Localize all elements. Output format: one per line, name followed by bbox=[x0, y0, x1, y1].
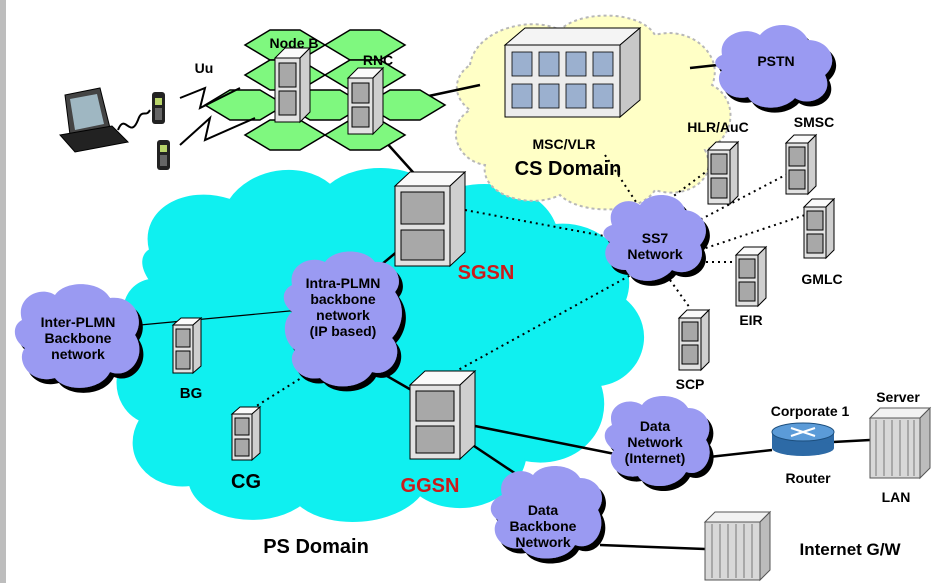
link-router-server bbox=[832, 438, 871, 444]
ggsn-label: GGSN bbox=[400, 475, 460, 497]
ss7-network-label: SS7 Network bbox=[627, 230, 683, 263]
inter-plmn-label: Inter-PLMN Backbone network bbox=[40, 314, 116, 363]
link-msc-ss7 bbox=[604, 154, 639, 206]
mobile-phone-icon-2 bbox=[157, 140, 170, 170]
server-label: Server bbox=[876, 389, 920, 405]
data-backbone-label: Data Backbone Network bbox=[509, 502, 577, 551]
rnc-server bbox=[346, 66, 385, 136]
intra-plmn-label: Intra-PLMN backbone network (IP based) bbox=[305, 275, 381, 340]
eir-server bbox=[734, 245, 768, 308]
msc-vlr-label: MSC/VLR bbox=[532, 136, 596, 152]
cg-server bbox=[230, 405, 262, 462]
link-ss7-scp bbox=[669, 279, 691, 309]
lan-server-rack bbox=[868, 406, 932, 480]
pstn-cloud bbox=[715, 24, 833, 108]
scp-server bbox=[677, 308, 711, 372]
router-label: Router bbox=[785, 470, 831, 486]
sgsn-label: SGSN bbox=[457, 262, 515, 284]
intra-plmn-cloud bbox=[283, 251, 402, 387]
bg-label: BG bbox=[179, 385, 203, 402]
internet-gw-server-rack bbox=[703, 510, 772, 582]
node-b-label: Node B bbox=[269, 35, 319, 51]
hlr-auc-label: HLR/AuC bbox=[687, 119, 749, 135]
radio-links bbox=[179, 86, 256, 146]
smsc-label: SMSC bbox=[793, 114, 835, 130]
sgsn-server bbox=[393, 170, 467, 268]
laptop-icon bbox=[59, 87, 151, 153]
scp-label: SCP bbox=[675, 376, 705, 392]
link-ss7-gmlc bbox=[699, 214, 806, 251]
gmlc-server bbox=[802, 197, 836, 260]
router-icon bbox=[771, 422, 835, 456]
cs-domain-label: CS Domain bbox=[514, 158, 622, 180]
cg-label: CG bbox=[231, 471, 261, 493]
ggsn-server bbox=[408, 369, 477, 461]
internet-gw-label: Internet G/W bbox=[799, 540, 901, 559]
link-ggsn-datanet bbox=[469, 423, 621, 457]
link-datanet-router bbox=[699, 448, 773, 460]
bg-server bbox=[171, 316, 203, 375]
frame-edge bbox=[0, 0, 6, 583]
hlr-auc-server bbox=[706, 140, 740, 206]
solid-links bbox=[374, 60, 871, 551]
data-network-cloud bbox=[604, 395, 710, 487]
uu-interface-label: Uu bbox=[194, 60, 214, 76]
link-interplmn-intra bbox=[139, 309, 301, 326]
pstn-label: PSTN bbox=[757, 53, 795, 69]
rnc-label: RNC bbox=[362, 52, 394, 68]
smsc-server bbox=[784, 133, 818, 196]
node-b-server bbox=[273, 46, 312, 124]
eir-label: EIR bbox=[739, 312, 763, 328]
mobile-phone-icon-1 bbox=[152, 92, 165, 124]
link-databackbone-gw bbox=[599, 543, 706, 551]
inter-plmn-cloud bbox=[14, 284, 140, 388]
link-intra-cg bbox=[249, 359, 331, 411]
link-ss7-ggsn bbox=[439, 269, 641, 381]
ss7-network-cloud bbox=[603, 194, 706, 281]
data-network-label: Data Network (Internet) bbox=[624, 418, 686, 467]
corporate-label: Corporate 1 bbox=[770, 403, 850, 419]
ps-domain-label: PS Domain bbox=[263, 536, 369, 558]
radio-cells bbox=[203, 29, 447, 151]
lan-label: LAN bbox=[881, 489, 911, 505]
data-backbone-cloud bbox=[490, 465, 602, 559]
link-ss7-smsc bbox=[689, 169, 796, 226]
link-sgsn-ss7 bbox=[464, 209, 616, 239]
gmlc-label: GMLC bbox=[801, 271, 843, 287]
msc-vlr-switch bbox=[503, 26, 642, 119]
